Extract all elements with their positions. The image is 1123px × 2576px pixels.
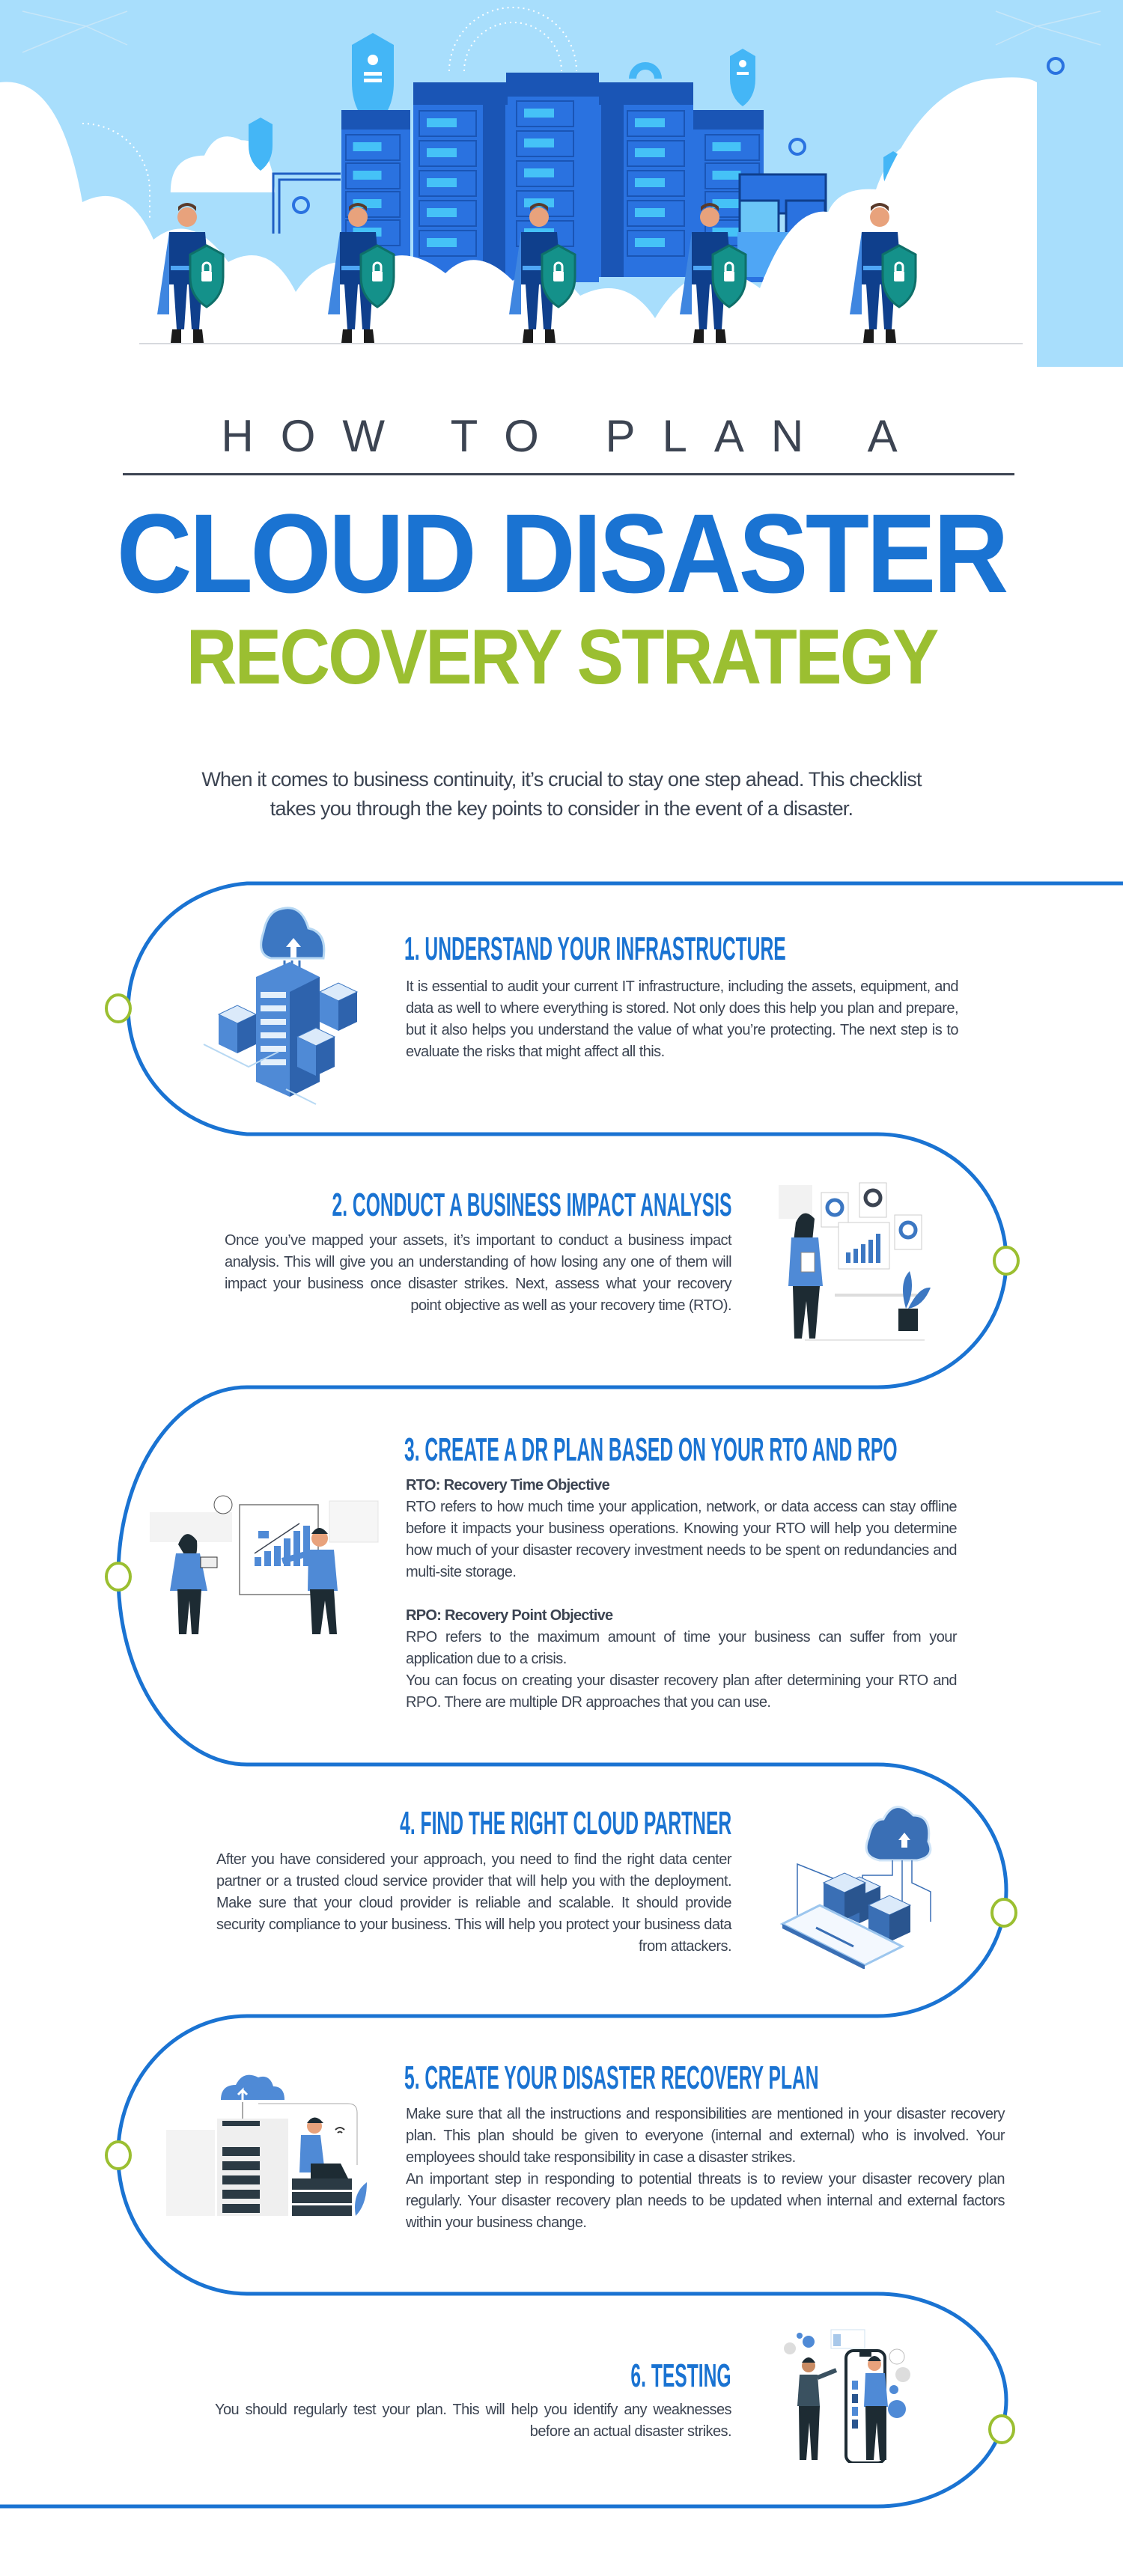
section-heading-text: 4. FIND THE RIGHT CLOUD PARTNER xyxy=(399,1805,731,1842)
title-line-1: CLOUD DISASTER xyxy=(0,497,1123,609)
section-5-body: Make sure that all the instructions and … xyxy=(406,2104,1005,2234)
rpo-label: RPO: Recovery Point Objective xyxy=(406,1607,613,1624)
section-4-heading: 4. FIND THE RIGHT CLOUD PARTNER xyxy=(139,1806,731,1842)
intro-line: When it comes to business continuity, it… xyxy=(201,768,922,791)
rto-label: RTO: Recovery Time Objective xyxy=(406,1477,610,1493)
presentation-chart-icon xyxy=(142,1479,382,1636)
section-2-body: Once you’ve mapped your assets, it’s imp… xyxy=(225,1232,732,1314)
section-5-heading: 5. CREATE YOUR DISASTER RECOVERY PLAN xyxy=(404,2060,1123,2096)
timeline-node-4 xyxy=(990,1898,1017,1928)
server-backup-upload-icon xyxy=(165,2074,374,2216)
section-heading-text: 2. CONDUCT A BUSINESS IMPACT ANALYSIS xyxy=(332,1187,731,1223)
timeline-node-1 xyxy=(105,993,132,1023)
intro-paragraph: When it comes to business continuity, it… xyxy=(75,765,1048,823)
cloud-server-infrastructure-icon xyxy=(196,902,365,1112)
section-heading-text: 1. UNDERSTAND YOUR INFRASTRUCTURE xyxy=(404,931,786,967)
section-2-heading: 2. CONDUCT A BUSINESS IMPACT ANALYSIS xyxy=(18,1187,731,1223)
section-6-body: You should regularly test your plan. Thi… xyxy=(215,2402,732,2440)
timeline-node-3 xyxy=(105,1562,132,1592)
title-line-2: RECOVERY STRATEGY xyxy=(0,618,1123,696)
section-3-heading: 3. CREATE A DR PLAN BASED ON YOUR RTO AN… xyxy=(404,1432,1123,1468)
timeline-node-6 xyxy=(988,2414,1015,2444)
timeline-node-5 xyxy=(105,2140,132,2170)
section-1-heading: 1. UNDERSTAND YOUR INFRASTRUCTURE xyxy=(404,931,1086,967)
title-text-cloud-disaster: CLOUD DISASTER xyxy=(117,490,1009,616)
hero-illustration xyxy=(0,0,1123,367)
analytics-dashboard-icon xyxy=(775,1181,940,1346)
timeline-node-2 xyxy=(993,1246,1020,1276)
section-heading-text: 6. TESTING xyxy=(630,2357,731,2394)
section-4-body: After you have considered your approach,… xyxy=(216,1851,732,1955)
cloud-servers-laptop-icon xyxy=(764,1797,936,1969)
section-1-body: It is essential to audit your current IT… xyxy=(406,978,959,1060)
section-heading-text: 5. CREATE YOUR DISASTER RECOVERY PLAN xyxy=(404,2059,819,2096)
section-heading-text: 3. CREATE A DR PLAN BASED ON YOUR RTO AN… xyxy=(404,1431,898,1468)
rpo-description: RPO refers to the maximum amount of time… xyxy=(406,1629,958,1667)
intro-line: takes you through the key points to cons… xyxy=(270,797,853,820)
kicker-heading: HOW TO PLAN A xyxy=(221,411,925,461)
title-divider xyxy=(123,473,1014,475)
section-6-heading: 6. TESTING xyxy=(552,2358,731,2394)
section-5-paragraph-2: An important step in responding to poten… xyxy=(406,2171,1005,2231)
title-text-recovery-strategy: RECOVERY STRATEGY xyxy=(186,614,940,701)
section-3-closing: You can focus on creating your disaster … xyxy=(406,1672,958,1711)
section-5-paragraph-1: Make sure that all the instructions and … xyxy=(406,2106,1005,2166)
rto-description: RTO refers to how much time your applica… xyxy=(406,1499,958,1580)
section-3-body: RTO: Recovery Time Objective RTO refers … xyxy=(406,1475,958,1714)
mobile-testing-icon xyxy=(764,2328,966,2463)
